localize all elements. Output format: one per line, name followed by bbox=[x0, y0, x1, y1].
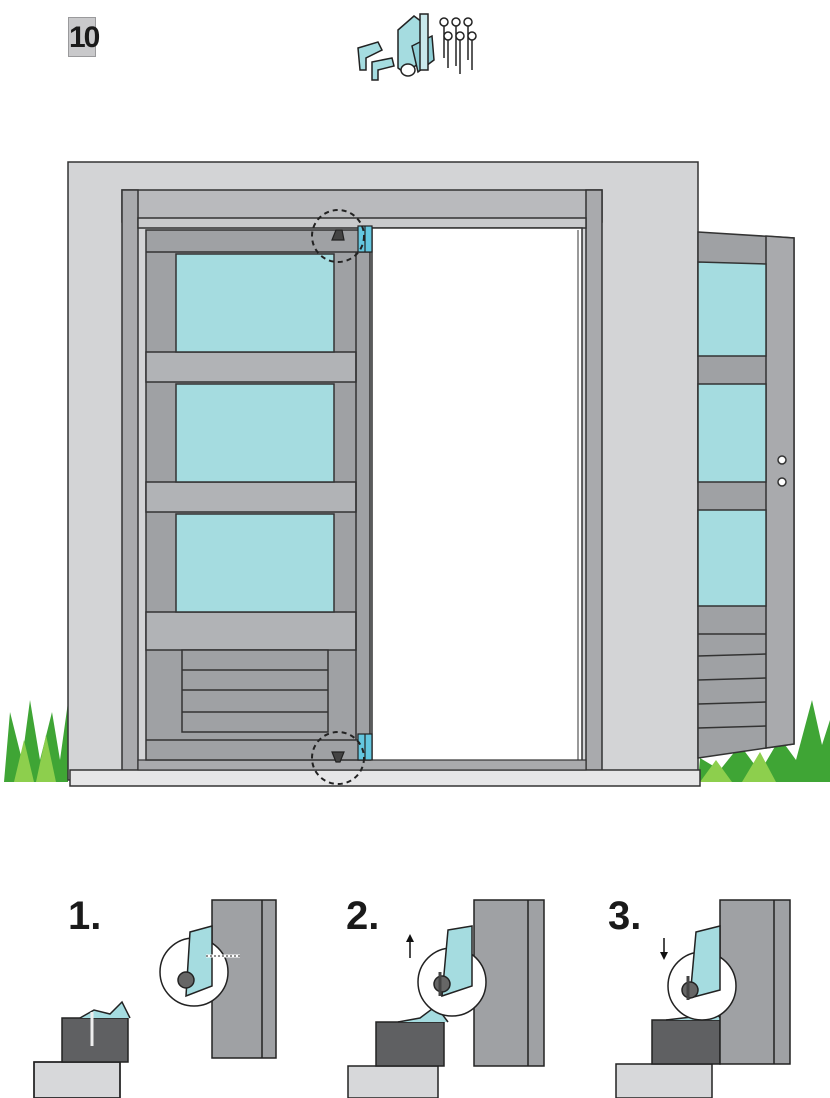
threshold bbox=[69, 769, 701, 787]
door-handle-hole bbox=[777, 477, 787, 487]
step-number-badge: 10 bbox=[68, 17, 100, 57]
right-door bbox=[697, 231, 795, 759]
door-handle-hole bbox=[777, 455, 787, 465]
glass-pane bbox=[175, 253, 335, 353]
screw-icon bbox=[439, 17, 477, 74]
top-hinge bbox=[311, 209, 373, 263]
substep-3-illustration bbox=[615, 899, 791, 1098]
grass-right bbox=[698, 700, 830, 782]
glass-pane bbox=[175, 513, 335, 613]
grass-left bbox=[4, 700, 68, 782]
hinge-roller-icon bbox=[397, 13, 435, 77]
substep-2-illustration bbox=[347, 899, 545, 1098]
substep-2-label: 2. bbox=[346, 894, 380, 938]
arrow-down-icon bbox=[660, 938, 668, 960]
arrow-up-icon bbox=[406, 934, 414, 958]
doorway-opening bbox=[371, 227, 583, 763]
glass-pane bbox=[175, 383, 335, 483]
bottom-hinge bbox=[311, 731, 373, 785]
parts-icons bbox=[357, 13, 477, 81]
substep-1-illustration bbox=[33, 899, 277, 1098]
substep-1-label: 1. bbox=[68, 894, 102, 938]
hinge-bracket-icon bbox=[357, 41, 395, 81]
substep-3-label: 3. bbox=[608, 894, 642, 938]
left-door bbox=[145, 229, 371, 761]
